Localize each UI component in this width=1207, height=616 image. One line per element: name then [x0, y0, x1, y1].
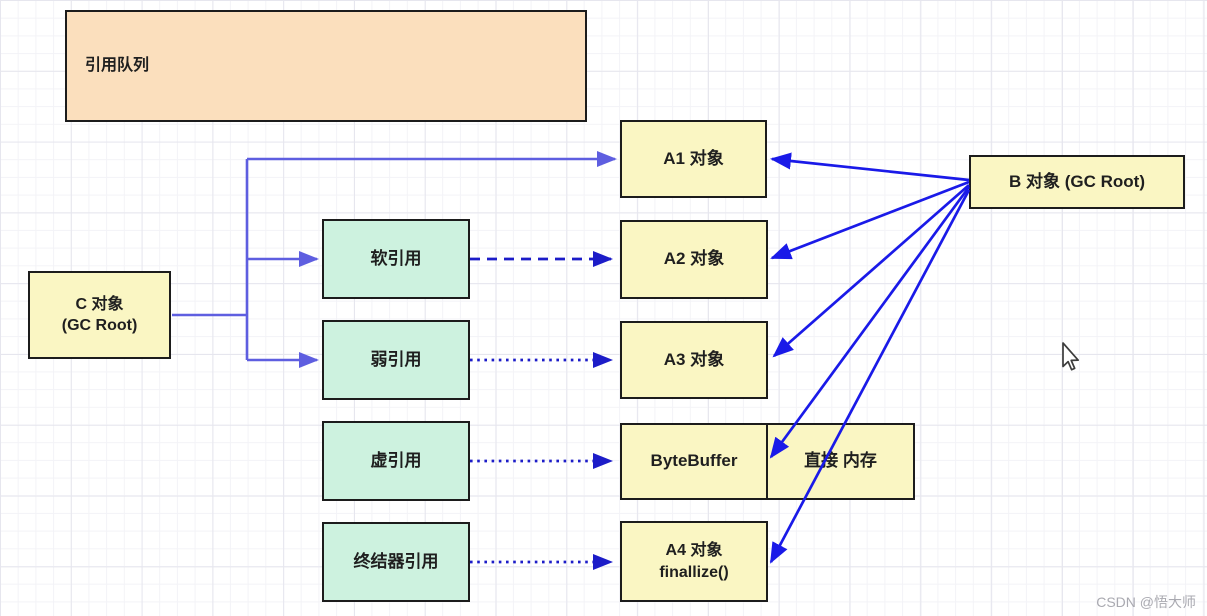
node-a1-object: A1 对象 [620, 120, 767, 198]
node-direct-memory: 直接 内存 [766, 423, 915, 500]
arrow-b-to-a1 [770, 152, 970, 182]
node-a2-object-label: A2 对象 [663, 249, 725, 269]
node-soft-reference-label: 软引用 [370, 248, 422, 268]
arrow-b-to-bytebuffer [769, 186, 971, 459]
node-a4-object-label-line1: A4 对象 [665, 542, 723, 560]
node-reference-queue: 引用队列 [65, 10, 587, 122]
node-bytebuffer-label: ByteBuffer [650, 451, 738, 471]
node-b-object-label: B 对象 (GC Root) [1009, 171, 1145, 191]
node-a3-object: A3 对象 [620, 321, 768, 399]
node-c-object-label-line2: (GC Root) [61, 317, 138, 334]
node-weak-reference: 弱引用 [322, 320, 470, 400]
node-weak-reference-label: 弱引用 [370, 349, 422, 369]
arrow-b-to-a2 [770, 180, 970, 260]
node-a4-object: A4 对象 finallize() [620, 521, 768, 602]
mouse-cursor-icon [1062, 342, 1080, 371]
node-a1-object-label: A1 对象 [663, 148, 724, 168]
watermark-text: CSDN @悟大师 [1096, 594, 1196, 610]
node-a3-object-label: A3 对象 [663, 349, 725, 369]
node-finalizer-reference-label: 终结器引用 [353, 551, 439, 571]
arrow-b-to-a4 [769, 189, 971, 564]
node-soft-reference: 软引用 [322, 219, 470, 299]
node-a2-object: A2 对象 [620, 220, 768, 299]
node-direct-memory-label: 直接 内存 [804, 451, 877, 471]
node-a4-object-label-line2: finallize() [659, 563, 729, 581]
node-phantom-reference: 虚引用 [322, 421, 470, 501]
node-c-object: C 对象 (GC Root) [28, 271, 171, 359]
node-finalizer-reference: 终结器引用 [322, 522, 470, 602]
dotted-reference-arrows [470, 352, 613, 570]
node-reference-queue-label: 引用队列 [85, 57, 150, 75]
node-c-object-label-line1: C 对象 [75, 295, 124, 313]
arrow-b-to-a3 [772, 183, 970, 358]
node-bytebuffer: ByteBuffer [620, 423, 768, 500]
node-phantom-reference-label: 虚引用 [370, 450, 422, 470]
b-object-arrows [769, 152, 971, 564]
node-b-object: B 对象 (GC Root) [969, 155, 1185, 209]
